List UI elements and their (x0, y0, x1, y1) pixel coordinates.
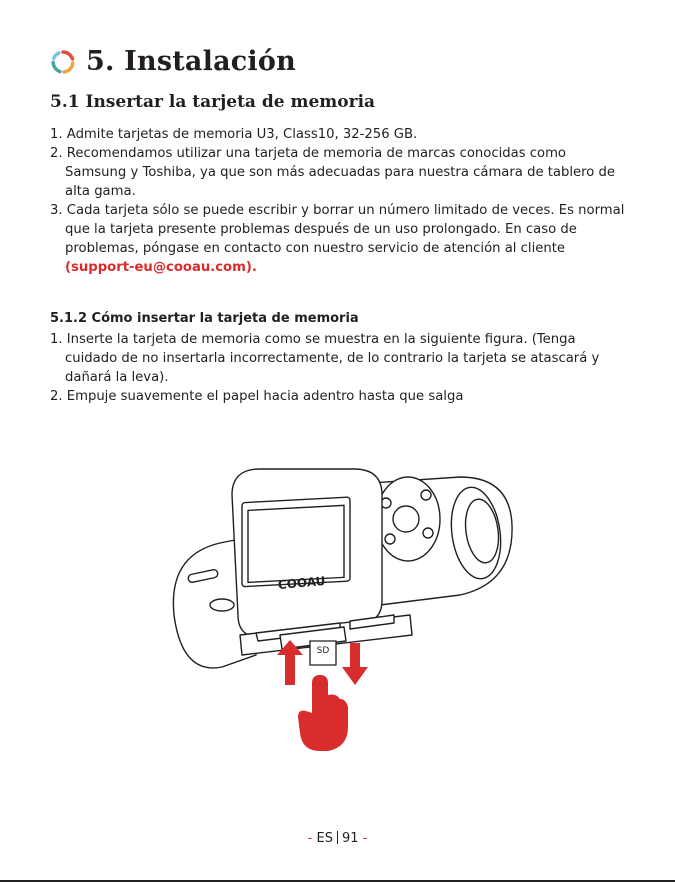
page-title: 5. Instalación (86, 46, 296, 77)
eject-arrow-down-icon (342, 643, 368, 685)
requirements-list: 1. Admite tarjetas de memoria U3, Class1… (50, 125, 625, 277)
footer-language: ES (316, 831, 333, 846)
list-item: 2. Empuje suavemente el papel hacia aden… (50, 389, 464, 404)
bottom-divider (0, 880, 675, 882)
footer-separator (336, 831, 338, 844)
brand-logo: COOAU (277, 574, 326, 592)
support-email-link[interactable]: (support-eu@cooau.com). (65, 260, 257, 275)
list-item-text: 3. Cada tarjeta sólo se puede escribir y… (50, 203, 625, 256)
subsection-title: 5.1 Insertar la tarjeta de memoria (50, 92, 376, 112)
page-footer: - ES 91 - (0, 831, 675, 846)
footer-dash-left: - (307, 831, 317, 846)
list-item: 2. Recomendamos utilizar una tarjeta de … (50, 146, 616, 199)
instructions-list: 1. Inserte la tarjeta de memoria como se… (50, 330, 625, 406)
page-number: 91 (341, 831, 359, 846)
ring-logo-icon (51, 49, 75, 74)
insert-arrow-up-icon (277, 640, 303, 685)
subsection-heading: 5.1.2 Cómo insertar la tarjeta de memori… (50, 311, 359, 326)
footer-dash-right: - (358, 831, 368, 846)
sd-card: SD (309, 640, 337, 666)
section-heading: 5. Instalación (50, 46, 296, 77)
sd-card-label: SD (317, 646, 330, 656)
list-item: 1. Admite tarjetas de memoria U3, Class1… (50, 127, 418, 142)
dashcam-illustration: COOAU SD (172, 468, 513, 751)
pointing-hand-icon (298, 675, 348, 751)
list-item: 1. Inserte la tarjeta de memoria como se… (50, 332, 600, 385)
list-item: 3. Cada tarjeta sólo se puede escribir y… (50, 201, 625, 277)
